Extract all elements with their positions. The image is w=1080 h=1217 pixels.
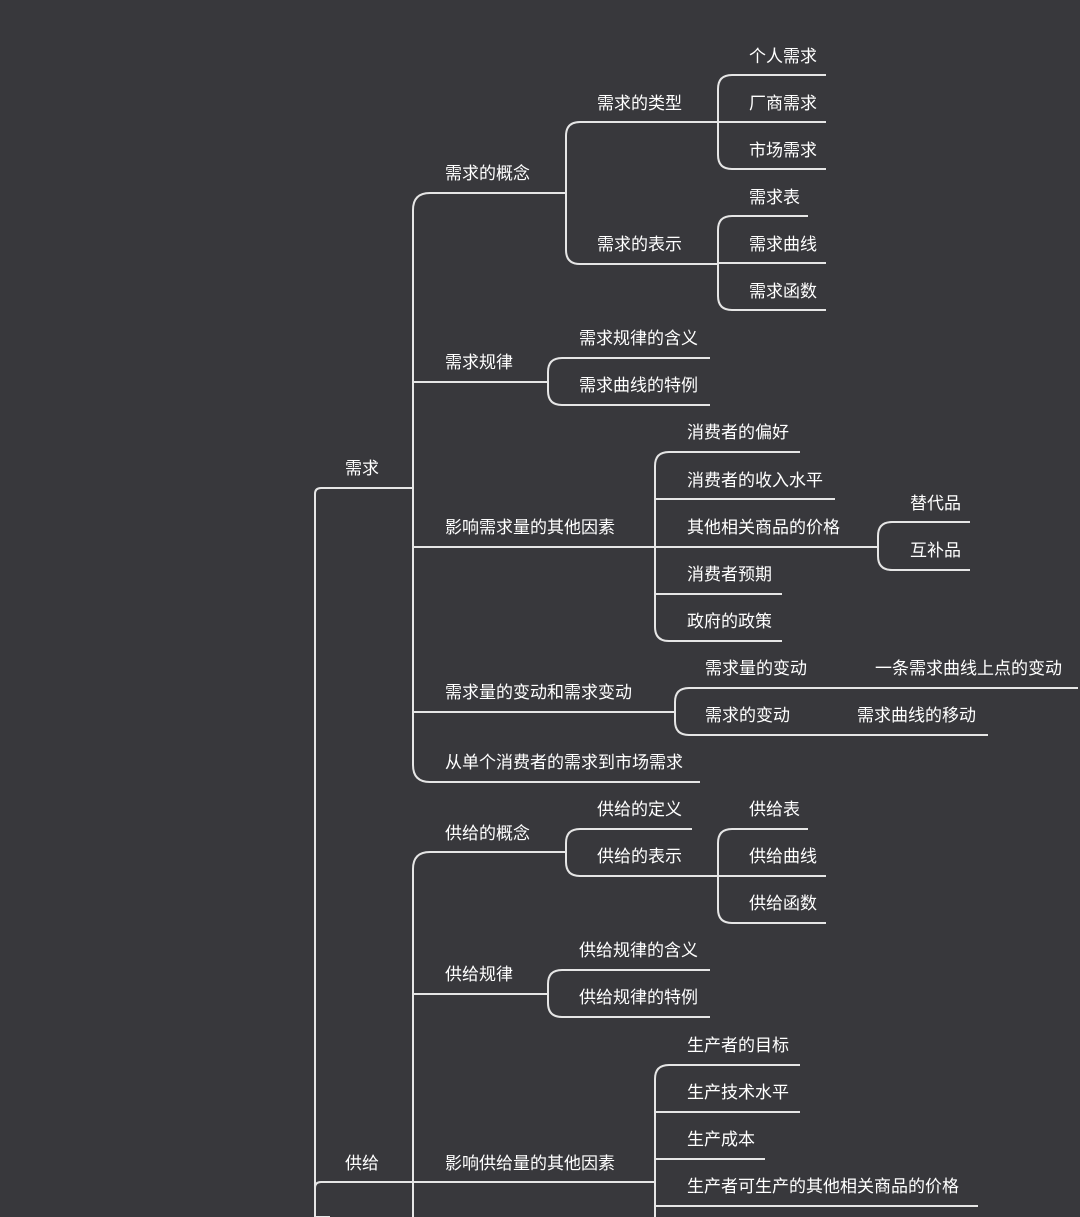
node-factor-policy[interactable]: 政府的政策 — [687, 612, 772, 632]
node-supply-factor-goal[interactable]: 生产者的目标 — [687, 1036, 789, 1056]
node-demand-shift[interactable]: 需求的变动 — [705, 706, 790, 726]
node-supply-law[interactable]: 供给规律 — [445, 965, 513, 985]
node-demand-factors[interactable]: 影响需求量的其他因素 — [445, 518, 615, 538]
node-supply-factor-tech[interactable]: 生产技术水平 — [687, 1083, 789, 1103]
node-supply-definition[interactable]: 供给的定义 — [597, 800, 682, 820]
node-supply[interactable]: 供给 — [345, 1154, 379, 1174]
node-demand-schedule[interactable]: 需求表 — [749, 188, 800, 208]
node-supply-law-meaning[interactable]: 供给规律的含义 — [579, 941, 698, 961]
node-labels: 需求 需求的概念 需求的类型 个人需求 厂商需求 市场需求 需求的表示 需求表 … — [345, 47, 1062, 1197]
node-demand-repr[interactable]: 需求的表示 — [597, 235, 682, 255]
node-demand-concept[interactable]: 需求的概念 — [445, 163, 530, 184]
node-supply-curve[interactable]: 供给曲线 — [749, 847, 817, 867]
node-supply-function[interactable]: 供给函数 — [749, 894, 817, 914]
node-supply-factor-cost[interactable]: 生产成本 — [687, 1130, 755, 1150]
node-demand-law[interactable]: 需求规律 — [445, 353, 513, 373]
node-factor-income[interactable]: 消费者的收入水平 — [687, 471, 823, 491]
node-supply-factors[interactable]: 影响供给量的其他因素 — [445, 1154, 615, 1174]
node-factor-preference[interactable]: 消费者的偏好 — [687, 423, 789, 443]
node-supply-schedule[interactable]: 供给表 — [749, 800, 800, 820]
node-factor-related-prices[interactable]: 其他相关商品的价格 — [687, 518, 840, 538]
node-demand-curve[interactable]: 需求曲线 — [749, 235, 817, 255]
node-demand-function[interactable]: 需求函数 — [749, 282, 817, 302]
node-demand-types[interactable]: 需求的类型 — [597, 94, 682, 114]
node-supply-repr[interactable]: 供给的表示 — [597, 847, 682, 867]
node-factor-expectation[interactable]: 消费者预期 — [687, 565, 772, 585]
node-qty-change[interactable]: 需求量的变动 — [705, 659, 807, 679]
node-qty-change-note[interactable]: 一条需求曲线上点的变动 — [875, 659, 1062, 679]
node-demand-type-individual[interactable]: 个人需求 — [749, 47, 817, 67]
node-complement[interactable]: 互补品 — [910, 541, 961, 561]
node-supply-factor-related[interactable]: 生产者可生产的其他相关商品的价格 — [687, 1177, 959, 1197]
node-supply-concept[interactable]: 供给的概念 — [445, 823, 530, 844]
connectors — [314, 74, 1078, 1217]
node-market-demand[interactable]: 从单个消费者的需求到市场需求 — [445, 753, 683, 773]
node-demand-law-exception[interactable]: 需求曲线的特例 — [579, 376, 698, 396]
node-demand[interactable]: 需求 — [345, 459, 379, 479]
node-supply-law-exception[interactable]: 供给规律的特例 — [579, 988, 698, 1008]
node-substitute[interactable]: 替代品 — [910, 494, 961, 514]
node-demand-shift-note[interactable]: 需求曲线的移动 — [857, 706, 976, 726]
node-demand-type-firm[interactable]: 厂商需求 — [749, 94, 817, 114]
node-demand-law-meaning[interactable]: 需求规律的含义 — [579, 329, 698, 349]
node-demand-change[interactable]: 需求量的变动和需求变动 — [445, 683, 632, 703]
node-demand-type-market[interactable]: 市场需求 — [749, 141, 817, 161]
